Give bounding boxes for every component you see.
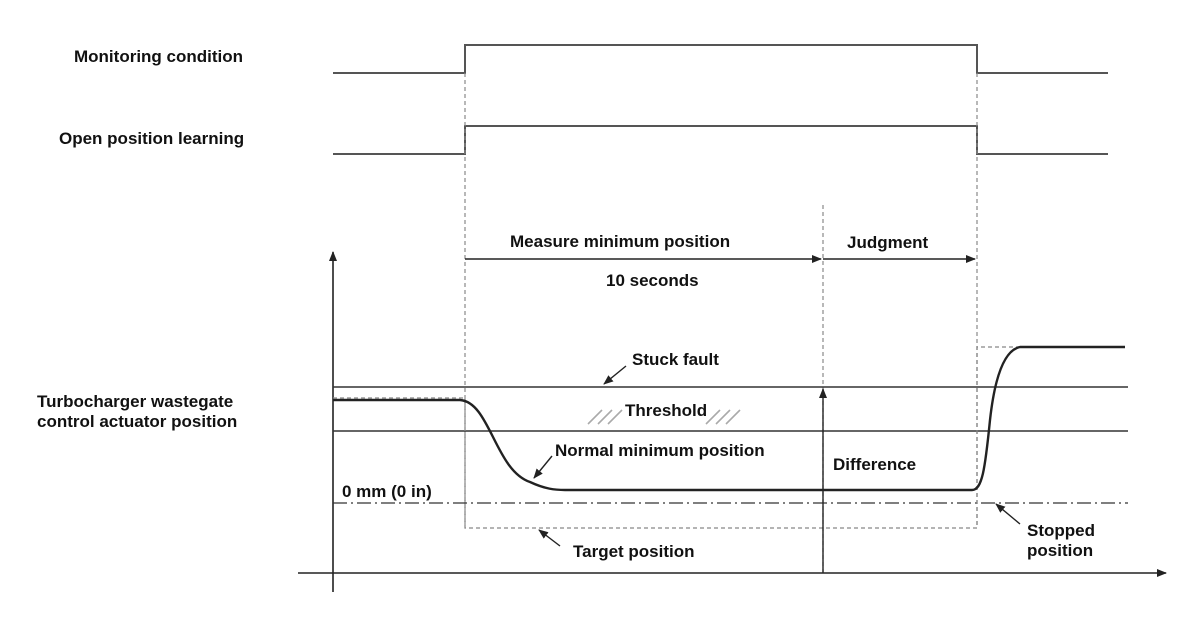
duration-label: 10 seconds bbox=[606, 271, 699, 290]
judgment-phase-label: Judgment bbox=[847, 233, 929, 252]
stopped-position-pointer bbox=[995, 503, 1021, 525]
threshold-label: Threshold bbox=[625, 401, 708, 420]
normal-minimum-pointer bbox=[533, 455, 553, 479]
difference-label: Difference bbox=[833, 455, 917, 474]
actuator-position-curve bbox=[333, 345, 1125, 492]
target-position-line bbox=[333, 346, 1125, 529]
monitoring-condition-label: Monitoring condition bbox=[74, 47, 244, 66]
measure-phase-label: Measure minimum position bbox=[510, 232, 731, 251]
stuck-fault-pointer bbox=[603, 365, 627, 385]
target-position-label: Target position bbox=[573, 542, 695, 561]
zero-label: 0 mm (0 in) bbox=[342, 482, 432, 501]
open-position-learning-signal bbox=[333, 125, 1108, 155]
actuator-position-label-line1: Turbocharger wastegate bbox=[37, 392, 234, 411]
actuator-position-label-line2: control actuator position bbox=[37, 412, 238, 431]
stopped-position-label-line2: position bbox=[1027, 541, 1094, 560]
open-position-learning-label: Open position learning bbox=[59, 129, 245, 148]
target-position-pointer bbox=[538, 529, 561, 547]
normal-minimum-label: Normal minimum position bbox=[555, 441, 765, 460]
threshold-hatch bbox=[587, 409, 741, 425]
stopped-position-label-line1: Stopped bbox=[1027, 521, 1095, 540]
stuck-fault-label: Stuck fault bbox=[632, 350, 719, 369]
monitoring-condition-signal bbox=[333, 44, 1108, 74]
